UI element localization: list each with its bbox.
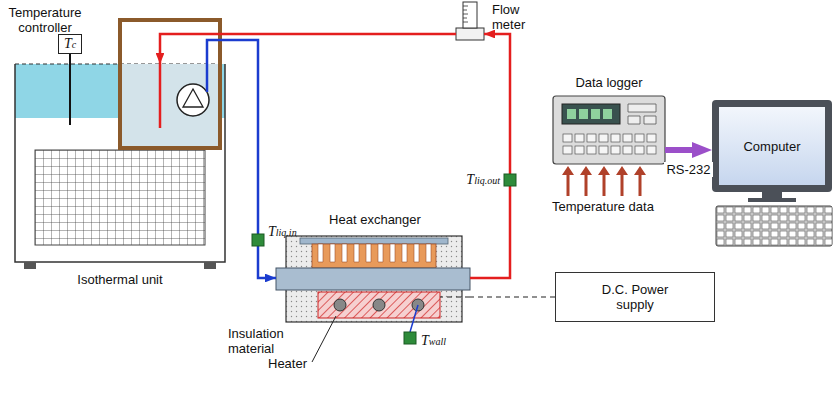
text-holder: Twall xyxy=(421,333,446,349)
signal-label: Temperature data xyxy=(552,199,654,214)
reservoir-liquid xyxy=(122,64,218,146)
connector-label: RS-232 xyxy=(666,162,710,177)
temperature-probe xyxy=(69,64,71,125)
signal-arrow xyxy=(568,174,640,196)
unit-label: Computer xyxy=(743,139,800,154)
heat-exchanger: Heat exchanger xyxy=(276,234,470,326)
unit-label: Data logger xyxy=(563,75,655,90)
power-wire xyxy=(440,296,470,297)
unit-label: Heat exchanger xyxy=(320,212,430,227)
pump-outlet-pipe xyxy=(206,64,209,92)
display-digit xyxy=(567,109,612,119)
coolant-return-pipe xyxy=(470,34,510,278)
logger-control xyxy=(628,104,656,124)
rs232-link xyxy=(665,147,703,153)
cartridge-heater xyxy=(334,299,346,311)
unit-label: Isothermal unit xyxy=(55,272,185,287)
temperature-probe xyxy=(69,54,71,64)
part-label: Insulation material xyxy=(228,326,302,356)
controller-symbol: Tc xyxy=(63,36,77,52)
text-holder: Isothermal unit xyxy=(55,272,185,287)
text-holder: Heat exchanger xyxy=(320,212,430,227)
channel-slot xyxy=(318,244,431,262)
logger-body xyxy=(553,96,665,164)
flow-meter: Flow meter xyxy=(456,2,484,40)
flow-meter-tube xyxy=(463,2,477,28)
data-logger: Data logger xyxy=(553,96,665,164)
sensor-label: Twall xyxy=(421,333,446,349)
logger-display xyxy=(562,104,620,124)
leader-line xyxy=(312,316,336,362)
text-holder: Temperature data xyxy=(552,199,654,214)
monitor-stand xyxy=(762,192,782,198)
pump-symbol xyxy=(177,84,209,116)
fin-block xyxy=(312,244,436,268)
thermocouple-wire xyxy=(410,305,418,332)
power-supply-box: D.C. Power supply xyxy=(555,272,715,322)
monitor-stand xyxy=(748,198,796,202)
text-holder: Tc xyxy=(63,36,77,52)
logger-keypad xyxy=(562,132,658,156)
text-holder: Insulation material xyxy=(228,326,302,356)
pump-symbol xyxy=(183,89,203,107)
part-label: Heater xyxy=(268,356,307,371)
thermocouple-marker xyxy=(404,332,416,344)
controller-box: Temperature controllerTc xyxy=(58,34,82,54)
return-pipe-inlet xyxy=(159,64,162,128)
thermocouple-marker xyxy=(504,174,516,186)
sensor-label: Tliq.in xyxy=(268,224,297,240)
keyboard xyxy=(716,206,832,246)
cartridge-heater xyxy=(373,299,385,311)
unit-label: Flow meter xyxy=(492,2,538,32)
text-holder: Tliq.in xyxy=(268,224,297,240)
cover-plate xyxy=(300,238,448,244)
text-holder: Data logger xyxy=(563,75,655,90)
signal-arrowhead xyxy=(562,166,646,175)
flow-meter-body xyxy=(456,28,484,40)
isothermal-bath: Isothermal unit xyxy=(15,64,225,262)
controller-label: Temperature controller xyxy=(3,5,87,35)
text-holder: Tliq.out xyxy=(466,172,500,188)
text-holder: RS-232 xyxy=(664,162,712,177)
text-holder: Flow meter xyxy=(492,2,538,32)
reservoir-wall xyxy=(120,20,220,148)
flow-meter-scale xyxy=(463,6,468,22)
text-holder: Heater xyxy=(268,356,307,371)
text-holder: Temperature controller xyxy=(3,5,87,35)
bath-foot xyxy=(24,262,36,269)
text-holder: Computer xyxy=(743,139,800,154)
keyboard-keys xyxy=(716,206,832,246)
heater-block xyxy=(318,292,440,318)
sensor-label: Tliq.out xyxy=(466,172,500,188)
unit-label: D.C. Power supply xyxy=(595,282,675,312)
thermocouple-marker xyxy=(252,234,264,246)
bath-foot xyxy=(204,262,216,269)
power-wire xyxy=(470,296,555,297)
computer-monitor: Computer xyxy=(712,100,832,192)
coolant-supply-pipe xyxy=(207,40,276,278)
coolant-return-pipe xyxy=(160,34,456,64)
text-holder: D.C. Power supply xyxy=(595,282,675,312)
bath-grille xyxy=(35,150,205,245)
base-plate xyxy=(276,268,470,290)
